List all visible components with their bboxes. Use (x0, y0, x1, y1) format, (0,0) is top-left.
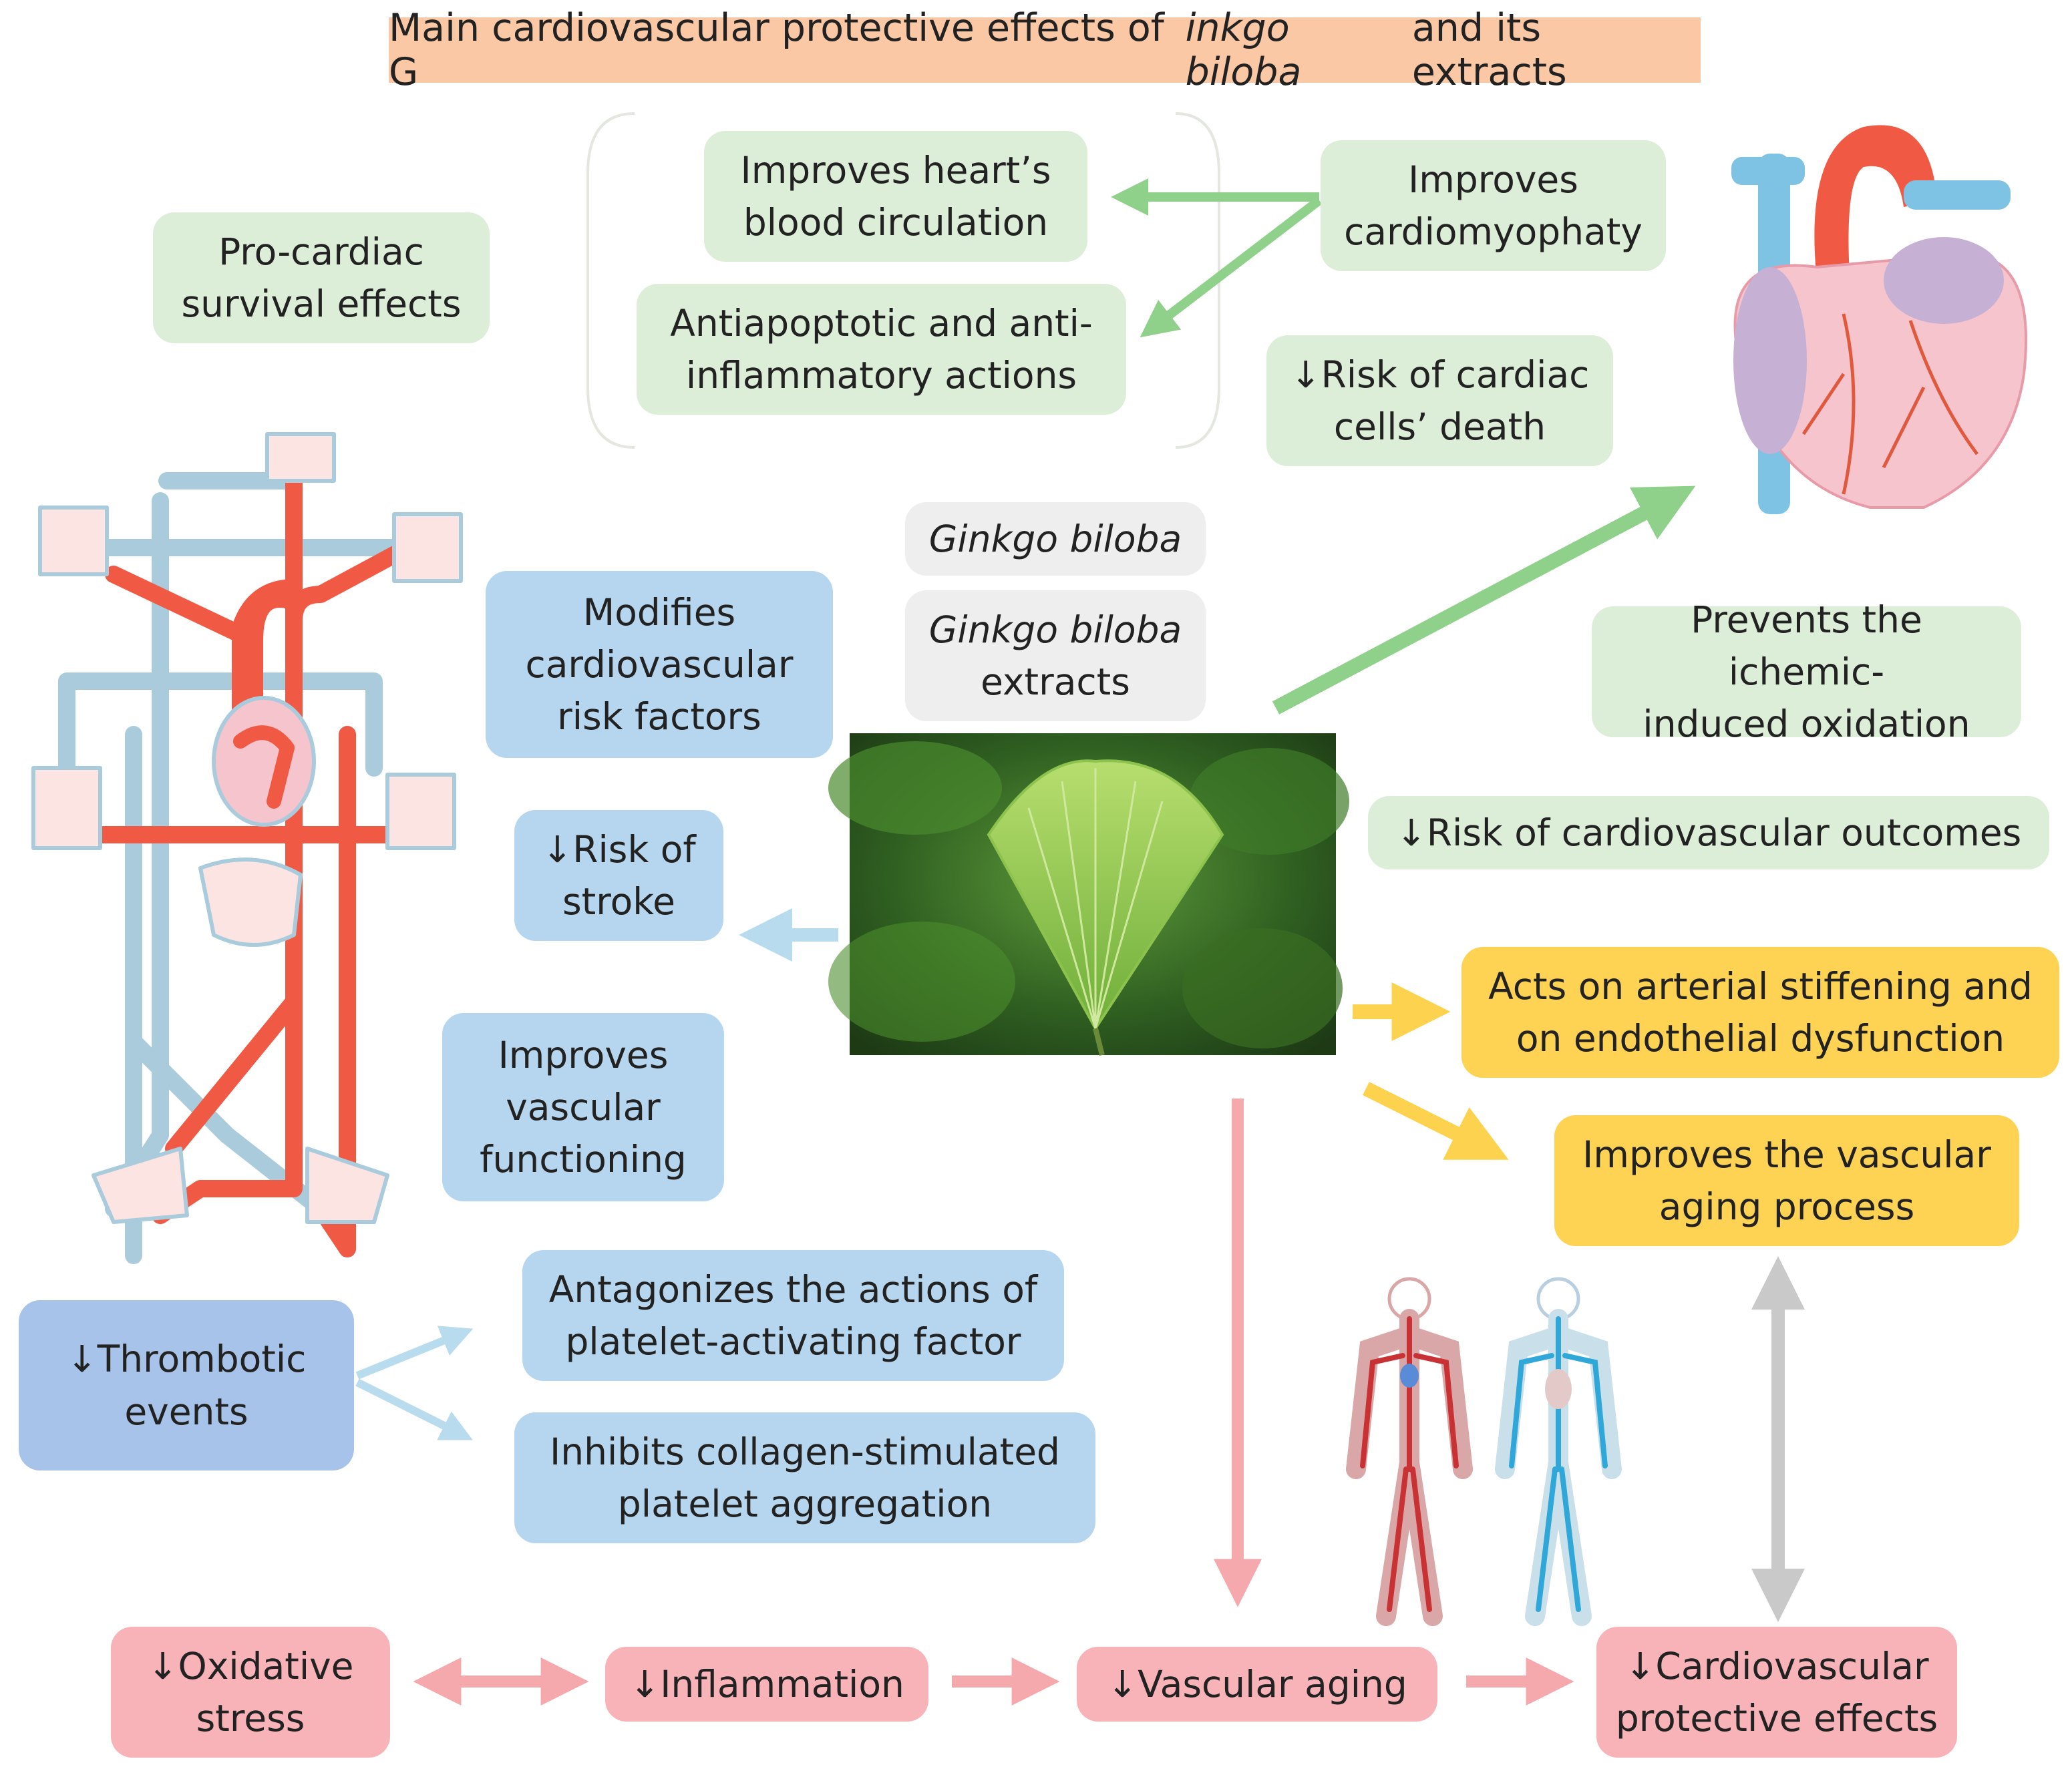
stroke-line2: stroke (562, 880, 675, 923)
stroke-line1: ↓Risk of (542, 827, 696, 871)
risk-stroke-box: ↓Risk of stroke (514, 810, 723, 941)
paf-line1: Antagonizes the actions of (548, 1267, 1038, 1311)
title-part1: Main cardiovascular protective effects o… (389, 6, 1164, 94)
modifies-line1: Modifies (582, 590, 736, 634)
antiapoptotic-line1: Antiapoptotic and anti- (670, 301, 1093, 345)
antiapoptotic-box: Antiapoptotic and anti-inflammatory acti… (637, 284, 1126, 415)
cardiomyopathy-line1: Improves (1408, 158, 1578, 201)
modifies-line3: risk factors (557, 695, 761, 739)
inhibits-collagen-box: Inhibits collagen-stimulated platelet agg… (514, 1412, 1095, 1543)
aging-process-line1: Improves the vascular (1582, 1133, 1991, 1176)
circulatory-system-icon (31, 432, 463, 1264)
human-body-veins-icon (1495, 1277, 1622, 1626)
vascular-func-line2: vascular (506, 1085, 661, 1129)
arrow-ginkgo-to-heart (1272, 485, 1696, 715)
oxidation-line1: Prevents the ichemic- (1691, 598, 1922, 693)
vascular-aging-box: ↓Vascular aging (1077, 1647, 1437, 1722)
heart-circulation-line1: Improves heart’s (740, 148, 1051, 192)
cardio-protective-box: ↓Cardiovascular protective effects (1596, 1627, 1957, 1758)
vascular-aging-process-box: Improves the vascular aging process (1554, 1115, 2019, 1246)
human-body-arteries-icon (1346, 1277, 1473, 1626)
page-title: Main cardiovascular protective effects o… (389, 6, 1701, 94)
risk-outcomes-box: ↓Risk of cardiovascular outcomes (1368, 796, 2049, 869)
aging-process-line2: aging process (1659, 1185, 1915, 1228)
ginkgo-biloba-label: Ginkgo biloba (905, 502, 1206, 576)
inflammation-box: ↓Inflammation (605, 1647, 928, 1722)
arrow-cardiomyopathy-to-antiapoptotic (1140, 196, 1323, 338)
arrow-thrombotic-to-paf (355, 1326, 474, 1380)
cardiac-death-line2: cells’ death (1333, 405, 1546, 448)
collagen-line1: Inhibits collagen-stimulated (550, 1430, 1060, 1473)
prevents-oxidation-box: Prevents the ichemic-induced oxidation (1592, 598, 2021, 745)
arterial-stiffening-box: Acts on arterial stiffening and on endoth… (1461, 947, 2059, 1078)
arterial-line1: Acts on arterial stiffening and (1488, 964, 2033, 1008)
improves-cardiomyopathy-box: Improves cardiomyophaty (1321, 140, 1666, 271)
arterial-line2: on endothelial dysfunction (1516, 1017, 2005, 1060)
title-italic: inkgo biloba (1185, 6, 1302, 94)
oxidation-line2: induced oxidation (1643, 703, 1970, 746)
thrombotic-line2: events (124, 1390, 248, 1433)
ginkgo-biloba-text: Ginkgo biloba (928, 517, 1182, 560)
ginkgo-extracts-line2: extracts (981, 660, 1130, 703)
title-part2: and its extracts (1411, 6, 1567, 94)
protective-line2: protective effects (1615, 1697, 1938, 1740)
ginkgo-extracts-label: Ginkgo biloba extracts (905, 590, 1206, 721)
risk-outcomes-text: ↓Risk of cardiovascular outcomes (1395, 811, 2022, 854)
vascular-func-line1: Improves (498, 1033, 669, 1076)
inflammation-text: ↓Inflammation (629, 1662, 904, 1706)
collagen-line2: platelet aggregation (617, 1483, 993, 1525)
vascular-func-line3: functioning (480, 1138, 687, 1181)
thrombotic-events-box: ↓Thrombotic events (19, 1300, 354, 1470)
cardiac-death-line1: ↓Risk of cardiac (1290, 353, 1590, 396)
oxidative-line1: ↓Oxidative (147, 1644, 354, 1688)
paf-line2: platelet-activating factor (565, 1320, 1021, 1363)
improves-heart-circulation-box: Improves heart’s blood circulation (704, 131, 1087, 262)
improves-vascular-functioning-box: Improves vascular functioning (442, 1013, 724, 1201)
risk-cardiac-death-box: ↓Risk of cardiac cells’ death (1266, 335, 1613, 466)
arrow-ginkgo-to-vascular-aging-process (1363, 1082, 1509, 1160)
oxidative-line2: stress (196, 1697, 305, 1740)
arrow-thrombotic-to-collagen (355, 1378, 473, 1440)
protective-line1: ↓Cardiovascular (1624, 1644, 1929, 1688)
oxidative-stress-box: ↓Oxidative stress (111, 1627, 390, 1758)
vascular-aging-text: ↓Vascular aging (1107, 1662, 1407, 1706)
antiapoptotic-line2: inflammatory actions (685, 354, 1077, 397)
modifies-line2: cardiovascular (525, 642, 794, 686)
heart-icon (1731, 125, 2028, 514)
heart-circulation-line2: blood circulation (743, 201, 1049, 244)
pro-cardiac-line1: Pro-cardiac (218, 230, 424, 273)
pro-cardiac-line2: survival effects (181, 282, 462, 325)
pro-cardiac-survival-box: Pro-cardiac survival effects (153, 212, 490, 343)
ginkgo-leaf-photo (828, 733, 1349, 1056)
ginkgo-extracts-line1: Ginkgo biloba (928, 608, 1182, 651)
modifies-risk-factors-box: Modifies cardiovascular risk factors (486, 571, 833, 758)
thrombotic-line1: ↓Thrombotic (66, 1338, 307, 1381)
cardiomyopathy-line2: cardiomyophaty (1344, 210, 1643, 253)
antagonizes-paf-box: Antagonizes the actions of platelet-activ… (522, 1250, 1064, 1381)
